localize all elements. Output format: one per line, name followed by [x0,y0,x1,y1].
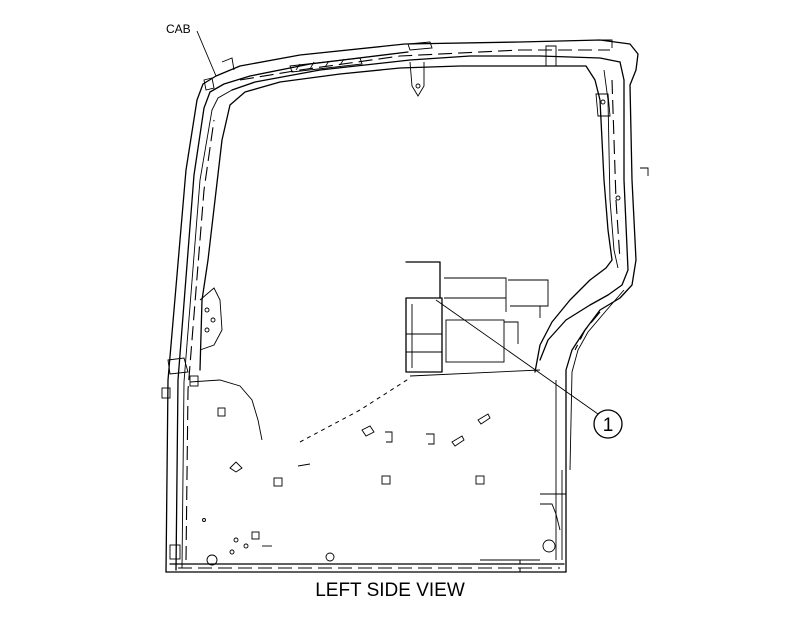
component-1-module-block [405,261,549,373]
callout-1-leader-line [435,299,599,415]
front-pillar-details [161,57,235,560]
roof-details [289,39,649,201]
view-caption: LEFT SIDE VIEW [315,580,465,601]
callout-1-number: 1 [603,415,614,436]
cab-frame-outline [165,39,639,573]
floor-panel [165,369,567,573]
cab-label: CAB [166,22,191,36]
callout-1: 1 [435,299,623,439]
callout-1-balloon [593,409,623,439]
cab-leader-line [196,30,217,77]
